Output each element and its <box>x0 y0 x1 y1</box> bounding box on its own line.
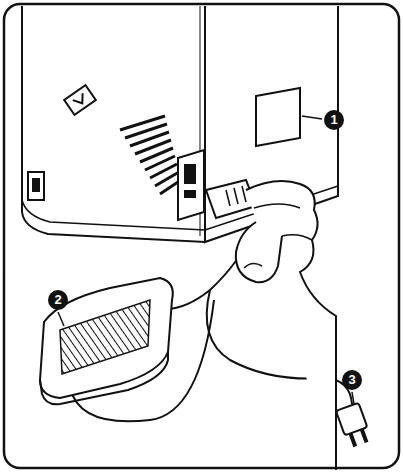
thumb <box>236 222 282 282</box>
machine-front-face <box>22 6 205 242</box>
plug-prong <box>349 433 358 448</box>
plug-prong <box>360 429 369 444</box>
callout-number: 1 <box>324 110 344 130</box>
switch-mark <box>73 93 87 106</box>
power-switch <box>28 172 44 200</box>
light-switch <box>64 85 96 115</box>
machine-plug <box>206 180 256 218</box>
vent-slots <box>120 116 181 194</box>
leader-line <box>352 392 354 404</box>
callout-number: 2 <box>48 290 68 310</box>
mains-plug <box>336 403 372 449</box>
finger-line <box>282 235 312 240</box>
plug-grip <box>226 190 230 206</box>
switch-frame <box>64 85 96 115</box>
finger-line <box>254 204 300 208</box>
leader-line <box>302 116 322 119</box>
pedal-top <box>60 300 150 374</box>
plug-grip <box>234 188 238 204</box>
leader-line <box>58 312 64 326</box>
pedal-base <box>40 352 168 404</box>
socket-hole <box>184 190 196 198</box>
foot-controller <box>40 278 173 398</box>
callout-number: 3 <box>342 370 362 390</box>
machine-socket <box>178 150 204 220</box>
power-switch-rocker <box>32 178 40 192</box>
rating-plate <box>256 88 300 146</box>
socket-hole <box>184 164 196 184</box>
plug-grip <box>242 186 246 202</box>
frame <box>4 4 399 468</box>
thumbnail <box>244 263 262 268</box>
